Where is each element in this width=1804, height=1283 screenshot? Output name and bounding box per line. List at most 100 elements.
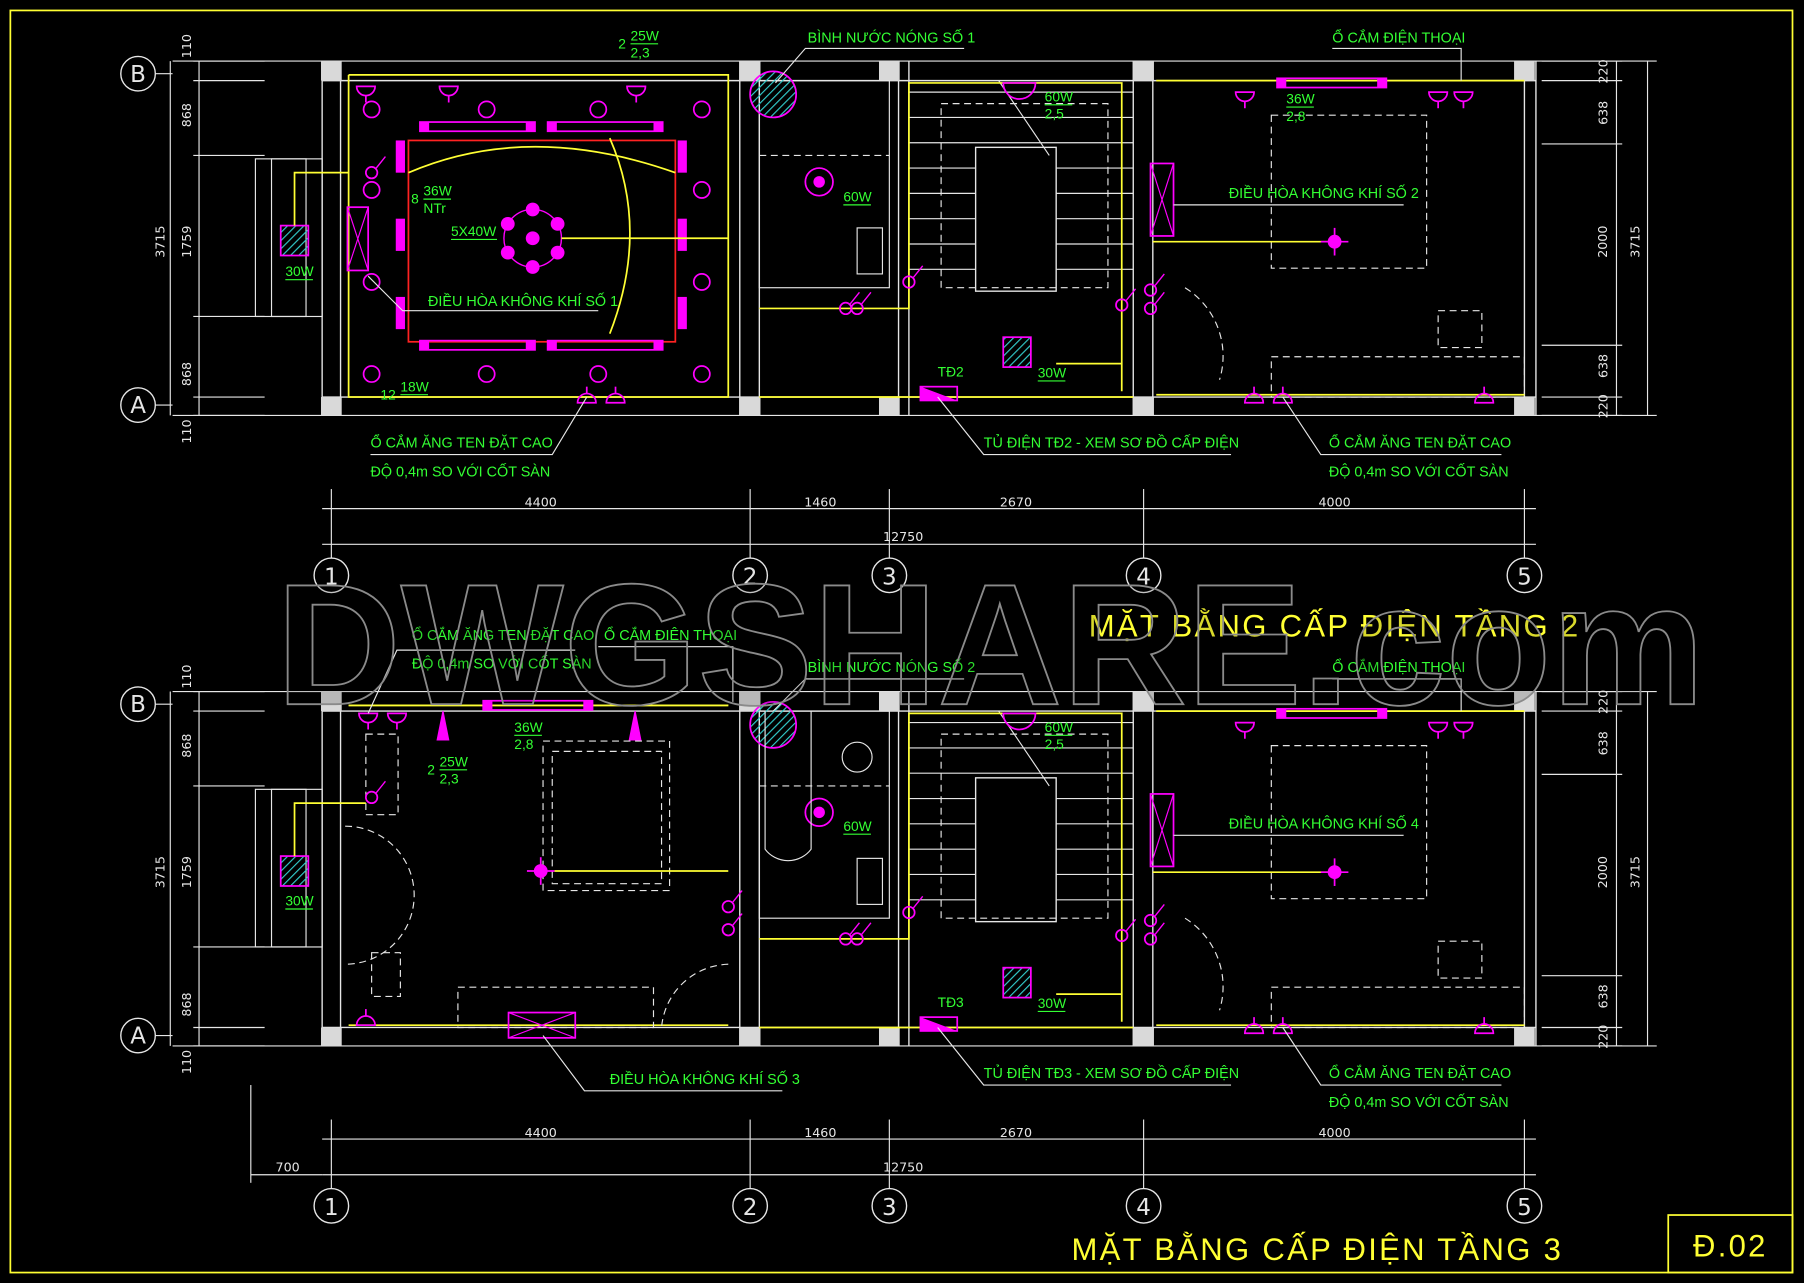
grid-label: 4 bbox=[1136, 1195, 1151, 1221]
annotation-text: Ổ CẮM ĐIỆN THOẠI bbox=[1332, 658, 1465, 676]
toilet-icon bbox=[856, 227, 884, 275]
annotation-text: ĐIỀU HÒA KHÔNG KHÍ SỐ 3 bbox=[610, 1070, 800, 1088]
socket-icon bbox=[1243, 386, 1265, 404]
switch-body bbox=[1143, 932, 1158, 946]
switch-body bbox=[364, 790, 379, 805]
wire bbox=[293, 802, 366, 857]
wall-light-icon bbox=[279, 224, 310, 257]
switch-body bbox=[902, 275, 916, 289]
switch-icon bbox=[1143, 291, 1165, 316]
switch-icon bbox=[902, 895, 924, 920]
annotation-text: ĐIỀU HÒA KHÔNG KHÍ SỐ 1 bbox=[428, 292, 618, 310]
leader-line bbox=[1282, 1027, 1502, 1086]
floor-plan-2: BA11086817598681103715220638200063822037… bbox=[120, 28, 1657, 643]
led-strip-icon bbox=[677, 140, 687, 173]
fixture-count: 2 bbox=[427, 762, 435, 777]
dimension-total: 3715 bbox=[153, 856, 168, 888]
ceiling-light-icon bbox=[1320, 227, 1349, 256]
tube-end bbox=[419, 340, 430, 350]
socket-shape bbox=[1453, 721, 1474, 733]
leader-line bbox=[367, 275, 599, 312]
switch-body bbox=[1143, 913, 1158, 928]
dimension-label: 4400 bbox=[525, 1125, 557, 1140]
annotation-text: ĐIỀU HÒA KHÔNG KHÍ SỐ 4 bbox=[1229, 814, 1419, 832]
column bbox=[1133, 691, 1154, 712]
switch-icon bbox=[850, 922, 872, 946]
socket-icon bbox=[438, 85, 459, 103]
dimension-label: 110 bbox=[179, 1050, 194, 1074]
chandelier-bulb bbox=[550, 245, 565, 260]
dimension-total: 3715 bbox=[1627, 226, 1642, 258]
fixture-label: 60W bbox=[843, 819, 872, 835]
socket-icon bbox=[1234, 91, 1255, 109]
bed-outline bbox=[542, 740, 671, 892]
fluorescent-light-icon bbox=[482, 699, 594, 711]
grid-label: 3 bbox=[882, 1195, 897, 1221]
switch-body bbox=[1143, 283, 1158, 297]
tube-end bbox=[547, 122, 557, 132]
switch-lever bbox=[912, 895, 924, 909]
fluorescent-light-icon bbox=[1276, 77, 1388, 89]
fixture-wattage: 60W bbox=[843, 189, 871, 204]
ceiling-lamp-icon bbox=[692, 365, 711, 383]
tube-end bbox=[1377, 708, 1387, 719]
fixture-wattage: 18W bbox=[400, 379, 428, 394]
annotation-text-2: ĐỘ 0,4m SO VỚI CỐT SÀN bbox=[412, 655, 592, 673]
dimension-total: 12750 bbox=[883, 529, 923, 544]
column bbox=[739, 691, 761, 712]
fluorescent-light-icon bbox=[419, 121, 536, 133]
grid-bubble-3 bbox=[871, 1187, 908, 1224]
ceiling-frame bbox=[407, 139, 677, 343]
annotation: ĐIỀU HÒA KHÔNG KHÍ SỐ 2 bbox=[1173, 184, 1419, 206]
led-strip-icon bbox=[677, 296, 687, 330]
ceiling-light-icon bbox=[1320, 858, 1349, 886]
fixture-height: 2,8 bbox=[514, 737, 534, 752]
ceiling-lamp-icon bbox=[589, 100, 608, 119]
switch-body bbox=[1115, 298, 1129, 312]
annotation: BÌNH NƯỚC NÓNG SỐ 2 bbox=[772, 658, 975, 712]
wire bbox=[759, 712, 1123, 1022]
ceiling-light-icon bbox=[526, 857, 555, 885]
ac-body bbox=[1149, 793, 1175, 868]
annotation-text-2: ĐỘ 0,4m SO VỚI CỐT SÀN bbox=[1329, 462, 1509, 480]
tube-end bbox=[1277, 708, 1287, 719]
column bbox=[1514, 397, 1535, 416]
column bbox=[320, 61, 342, 81]
fixture-wattage: 60W bbox=[1045, 89, 1073, 104]
switch-lever bbox=[849, 922, 860, 935]
socket-icon bbox=[358, 712, 379, 730]
air-conditioner-icon bbox=[346, 206, 370, 272]
annotation: TỦ ĐIỆN TĐ3 - XEM SƠ ĐỒ CẤP ĐIỆN bbox=[937, 1027, 1239, 1086]
fixture-count: 12 bbox=[380, 387, 395, 402]
bath-light-icon bbox=[804, 797, 834, 828]
ceiling-lamp-icon bbox=[589, 365, 608, 383]
annotation: ĐIỀU HÒA KHÔNG KHÍ SỐ 3 bbox=[542, 1035, 800, 1092]
water-heater-icon bbox=[749, 70, 798, 119]
fixture-label: 60W bbox=[843, 189, 872, 206]
grid-label: 3 bbox=[882, 565, 897, 591]
toilet-icon bbox=[856, 857, 884, 905]
socket-shape bbox=[1272, 392, 1293, 404]
fixture-height: NTr bbox=[423, 201, 446, 216]
dimension-label: 2670 bbox=[1000, 1125, 1032, 1140]
wire bbox=[759, 82, 1123, 392]
dimension-label: 220 bbox=[1595, 59, 1610, 83]
switch-lever bbox=[861, 922, 872, 935]
column bbox=[1514, 691, 1535, 712]
bathroom bbox=[758, 80, 890, 289]
led-strip-icon bbox=[395, 140, 405, 173]
column bbox=[1133, 1027, 1154, 1046]
switch-icon bbox=[1115, 288, 1137, 312]
dimension-label: 868 bbox=[179, 103, 194, 127]
ceiling-lamp-icon bbox=[477, 365, 496, 383]
chandelier-bulb bbox=[525, 231, 540, 246]
cabinet bbox=[1270, 356, 1526, 398]
switch-lever bbox=[861, 291, 872, 305]
column bbox=[739, 61, 761, 81]
grid-bubble-1 bbox=[313, 557, 350, 594]
floor-plans: BA11086817598681103715220638200063822037… bbox=[120, 28, 1657, 1267]
switch-body bbox=[721, 900, 735, 914]
